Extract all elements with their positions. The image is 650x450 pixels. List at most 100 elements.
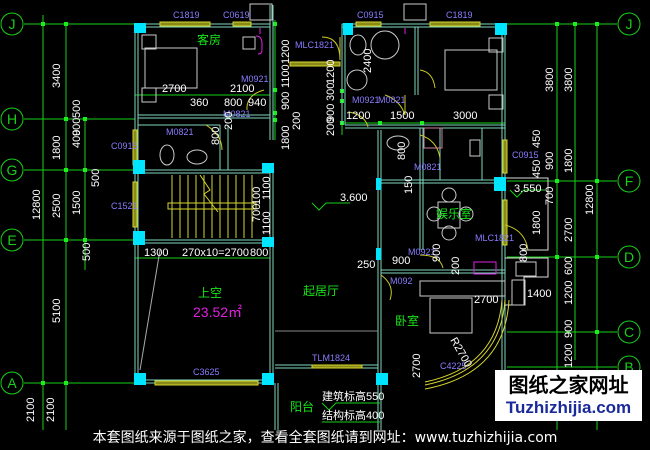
dimensions-right: 3800 3800 450 900 1800 450 700 2700 1280…	[518, 68, 596, 368]
svg-text:A: A	[7, 375, 17, 391]
watermark-title: 图纸之家网址	[508, 373, 629, 397]
svg-text:1200: 1200	[563, 281, 575, 305]
staircase	[167, 174, 257, 238]
svg-text:2700: 2700	[411, 354, 423, 378]
room-void: 上空	[198, 286, 222, 300]
svg-text:500: 500	[81, 243, 93, 261]
svg-text:2500: 2500	[51, 194, 63, 218]
svg-text:100: 100	[251, 187, 263, 205]
label-c0915-right: C0915	[512, 150, 539, 160]
svg-text:700: 700	[544, 187, 556, 205]
svg-text:400: 400	[71, 130, 83, 148]
svg-text:270x10=2700: 270x10=2700	[182, 247, 249, 259]
opening-labels: C1819 C0619 C0915 C1819 MLC1821 M0921 M0…	[111, 10, 539, 377]
svg-text:360: 360	[190, 97, 208, 109]
axis-grid	[24, 15, 617, 430]
svg-text:C: C	[624, 324, 634, 340]
svg-text:900: 900	[325, 104, 337, 122]
svg-text:3000: 3000	[453, 110, 477, 122]
svg-text:600: 600	[563, 257, 575, 275]
elev-struct: 结构标高400	[322, 408, 384, 422]
svg-text:1100: 1100	[261, 176, 273, 200]
svg-text:J: J	[626, 16, 633, 32]
svg-text:900: 900	[71, 118, 83, 136]
fixtures-magenta	[255, 28, 497, 275]
door-swings	[205, 36, 529, 301]
source-caption: 本套图纸来源于图纸之家，查看全套图纸请到网址：www.tuzhizhijia.c…	[92, 430, 558, 446]
svg-text:900: 900	[544, 152, 556, 170]
label-m0821-b: M0821	[166, 127, 194, 137]
svg-text:2700: 2700	[474, 294, 498, 306]
svg-text:12800: 12800	[31, 189, 43, 220]
svg-text:2400: 2400	[362, 49, 374, 73]
svg-text:1200: 1200	[280, 40, 292, 64]
label-c0915-left: C0915	[111, 141, 138, 151]
svg-text:1100: 1100	[280, 64, 292, 88]
room-guest: 客房	[197, 32, 221, 47]
svg-text:700: 700	[251, 204, 263, 222]
svg-text:1500: 1500	[390, 110, 414, 122]
label-m0921-guest: M0921	[241, 74, 269, 84]
svg-text:800: 800	[396, 142, 408, 160]
svg-text:1300: 1300	[144, 247, 168, 259]
svg-text:450: 450	[531, 130, 543, 148]
svg-text:300: 300	[325, 83, 337, 101]
svg-text:900: 900	[280, 92, 292, 110]
svg-text:900: 900	[392, 255, 410, 267]
svg-text:E: E	[7, 232, 16, 248]
svg-text:J: J	[9, 16, 16, 32]
label-c1819-right: C1819	[446, 10, 473, 20]
watermark-badge: 图纸之家网址 Tuzhizhijia.com	[495, 370, 642, 421]
svg-text:1800: 1800	[51, 136, 63, 160]
room-bedroom: 卧室	[395, 313, 419, 328]
axis-E: E	[0, 228, 24, 252]
svg-text:1200: 1200	[563, 344, 575, 368]
svg-text:2700: 2700	[162, 83, 186, 95]
svg-text:1500: 1500	[71, 191, 83, 215]
label-c1521: C1521	[111, 201, 138, 211]
label-c0619: C0619	[223, 10, 250, 20]
svg-text:12800: 12800	[584, 184, 596, 215]
svg-text:200: 200	[325, 118, 337, 136]
svg-text:1100: 1100	[261, 211, 273, 235]
axis-J-left: J	[0, 12, 24, 36]
label-mlc1821-top: MLC1821	[295, 40, 334, 50]
svg-text:1800: 1800	[563, 149, 575, 173]
watermark-url: Tuzhizhijia.com	[505, 398, 632, 417]
dimensions-interior: 2700 2100 360 800 940 1200 1100 900 200 …	[144, 40, 551, 378]
label-c0915-top: C0915	[357, 10, 384, 20]
svg-text:500: 500	[90, 169, 102, 187]
axis-G: G	[0, 158, 24, 182]
svg-text:1200: 1200	[325, 60, 337, 84]
svg-text:H: H	[7, 111, 17, 127]
svg-text:1800: 1800	[531, 211, 543, 235]
columns	[133, 23, 507, 385]
dimensions-left: 3400 500 1800 400 900 500 12800 2500 150…	[25, 64, 102, 422]
svg-text:500: 500	[71, 100, 83, 118]
room-labels: 客房 娱乐室 起居厅 卧室 阳台 上空 23.52㎡	[193, 32, 472, 414]
label-c1819-left: C1819	[173, 10, 200, 20]
svg-text:800: 800	[210, 127, 222, 145]
room-entertainment: 娱乐室	[436, 206, 472, 221]
svg-text:D: D	[624, 249, 634, 265]
svg-text:2100: 2100	[45, 398, 57, 422]
room-living: 起居厅	[303, 284, 339, 298]
svg-text:150: 150	[403, 176, 415, 194]
svg-text:3400: 3400	[51, 64, 63, 88]
svg-text:1800: 1800	[280, 126, 292, 150]
label-c3625: C3625	[193, 367, 220, 377]
label-m0821-ent: M0821	[414, 162, 442, 172]
svg-text:1400: 1400	[527, 288, 551, 300]
svg-text:800: 800	[224, 97, 242, 109]
label-mlc1821-right: MLC1821	[475, 233, 514, 243]
svg-text:200: 200	[291, 112, 303, 130]
svg-text:3800: 3800	[544, 68, 556, 92]
elevation-marks	[311, 189, 545, 423]
svg-text:2700: 2700	[563, 218, 575, 242]
svg-text:450: 450	[531, 160, 543, 178]
svg-text:5100: 5100	[51, 299, 63, 323]
svg-text:940: 940	[248, 97, 266, 109]
elev-terrace: 3.550	[514, 183, 542, 195]
axis-J-right: J	[617, 12, 641, 36]
svg-text:800: 800	[250, 247, 268, 259]
